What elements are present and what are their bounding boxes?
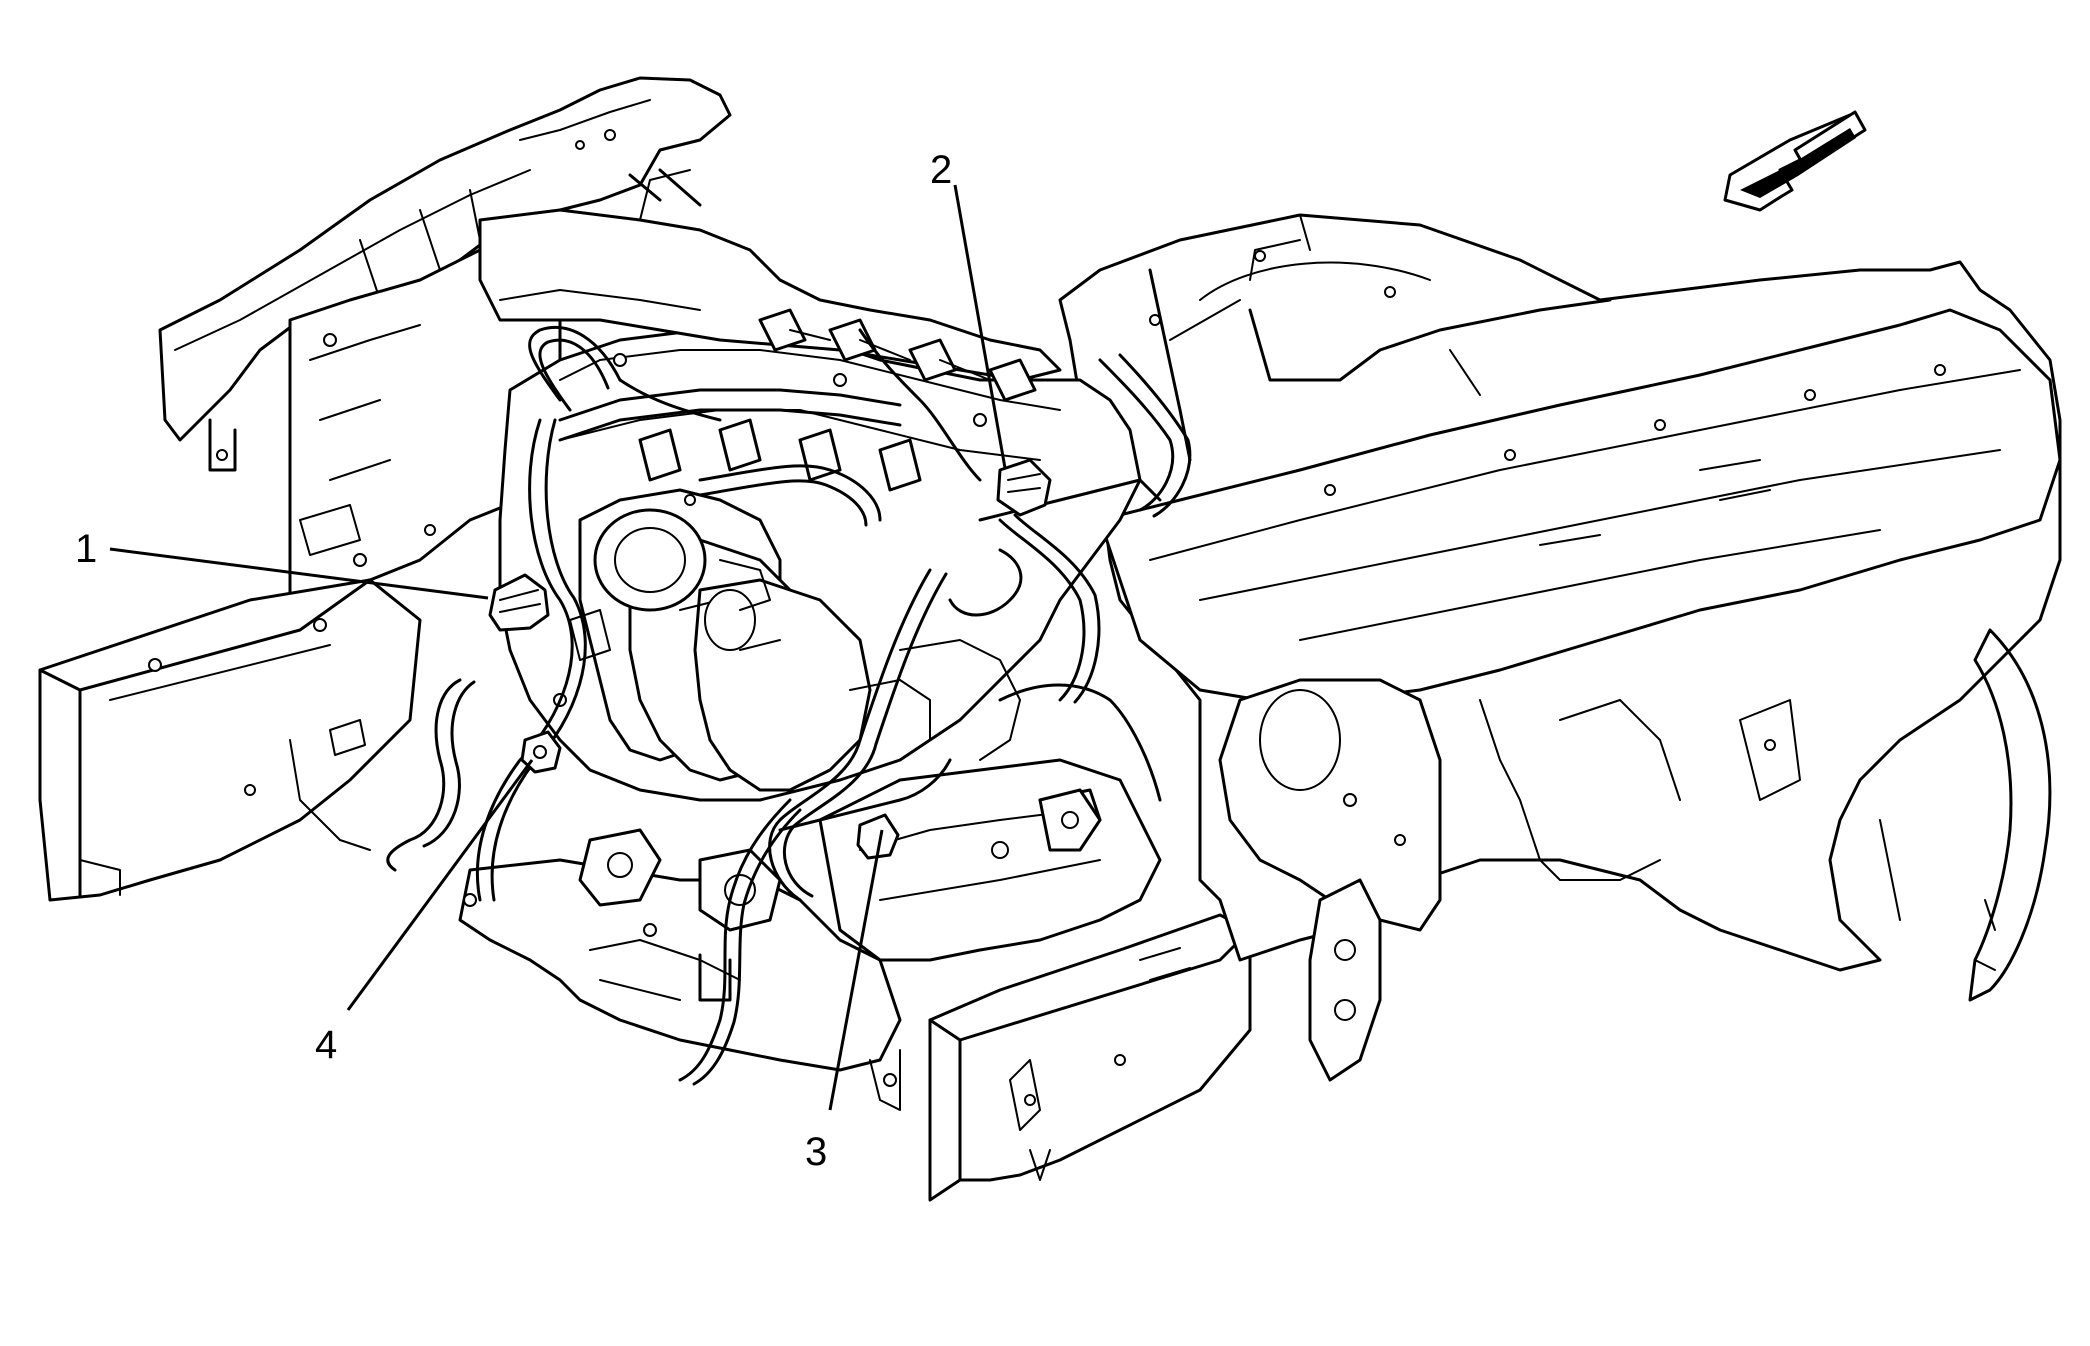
leader-line-2 <box>953 184 1007 469</box>
callout-labels: 1 2 3 4 <box>75 148 952 1174</box>
callout-label-2: 2 <box>930 148 952 192</box>
leader-line-4 <box>346 759 534 1011</box>
callout-label-1: 1 <box>75 527 97 571</box>
engine-assembly <box>458 168 1382 1111</box>
leader-line-1 <box>109 547 489 600</box>
left-fender-apron <box>158 76 732 472</box>
connector-3 <box>856 813 900 860</box>
callout-leaders <box>109 184 1007 1111</box>
left-frame-rail <box>38 578 422 902</box>
connector-1 <box>488 573 550 632</box>
right-frame-rail <box>928 913 1252 1202</box>
right-body-structure <box>1058 213 2062 1002</box>
callout-label-4: 4 <box>315 1023 337 1067</box>
connector-2 <box>996 458 1052 517</box>
callout-label-3: 3 <box>805 1130 827 1174</box>
front-direction-arrow-icon <box>1723 110 1867 212</box>
leader-line-3 <box>828 829 884 1111</box>
